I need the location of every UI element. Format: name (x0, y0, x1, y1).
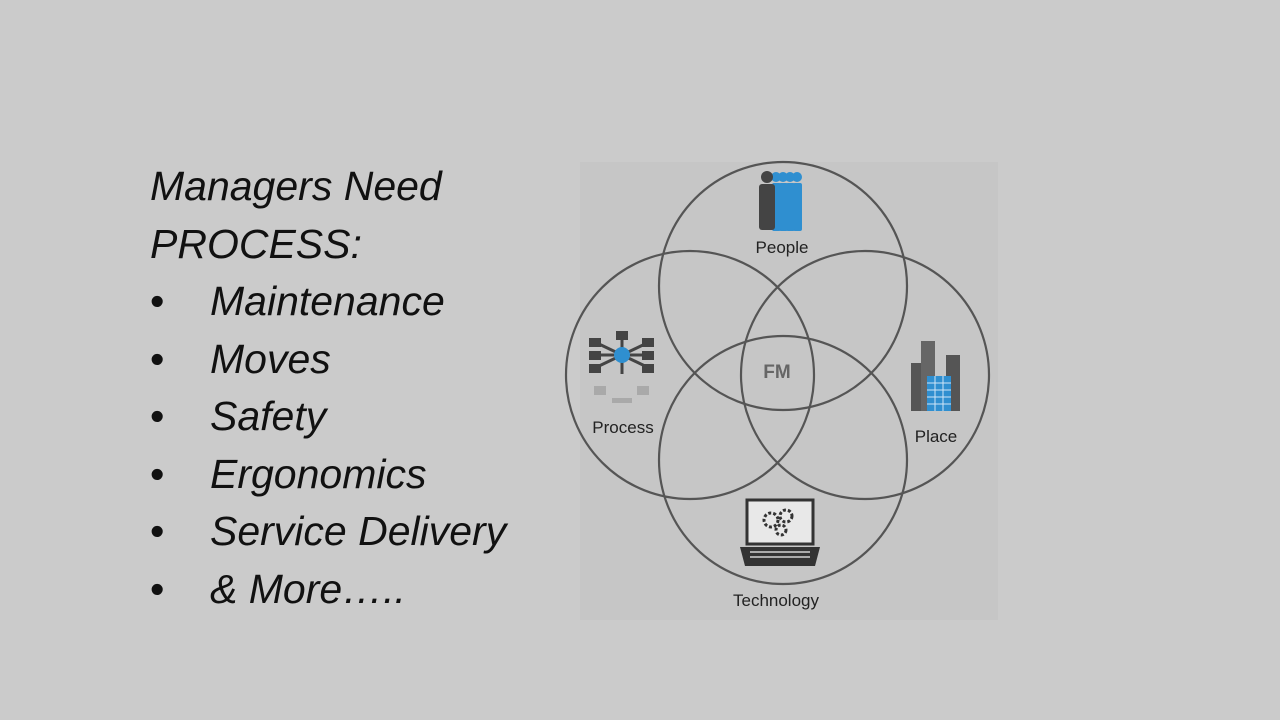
bullet-list: •Maintenance •Moves •Safety •Ergonomics … (150, 273, 506, 618)
heading-line-2: PROCESS: (150, 220, 362, 267)
bullet-marker: • (150, 278, 165, 324)
list-item: • & More….. (150, 561, 506, 619)
bullet-marker: • (150, 508, 165, 554)
list-item-text: Ergonomics (210, 450, 427, 497)
laptop-gears-icon (740, 498, 820, 566)
list-item-text: Maintenance (210, 278, 445, 324)
bullet-marker: • (150, 393, 165, 439)
venn-diagram: People (560, 150, 1000, 620)
people-icon (759, 171, 802, 231)
technology-label: Technology (733, 591, 820, 610)
circle-place (739, 249, 991, 501)
list-item-text: Safety (210, 393, 327, 439)
bullet-marker: • (150, 450, 165, 497)
heading-line-1: Managers Need (150, 163, 442, 209)
bullet-marker: • (150, 335, 165, 382)
place-label: Place (915, 427, 958, 446)
buildings-icon (911, 341, 960, 411)
process-label: Process (592, 418, 653, 437)
bullet-marker: • (150, 565, 165, 612)
venn-svg: People (564, 160, 991, 610)
circle-process (564, 249, 816, 501)
people-label: People (756, 238, 809, 257)
list-item-text: & More….. (210, 565, 406, 612)
list-item: • Safety (150, 388, 506, 446)
list-item-text: Service Delivery (210, 508, 507, 554)
list-item-text: Moves (210, 335, 331, 382)
list-item: • Service Delivery (150, 503, 506, 561)
circle-technology (657, 334, 909, 586)
list-item: • Moves (150, 331, 506, 389)
process-network-icon (589, 331, 654, 403)
list-item: • Ergonomics (150, 446, 506, 504)
list-item: • Maintenance (150, 273, 506, 331)
slide-text-block: Managers Need PROCESS: • Maintenance • Mov… (150, 158, 506, 618)
center-label: FM (763, 362, 790, 383)
circle-people (657, 160, 909, 412)
